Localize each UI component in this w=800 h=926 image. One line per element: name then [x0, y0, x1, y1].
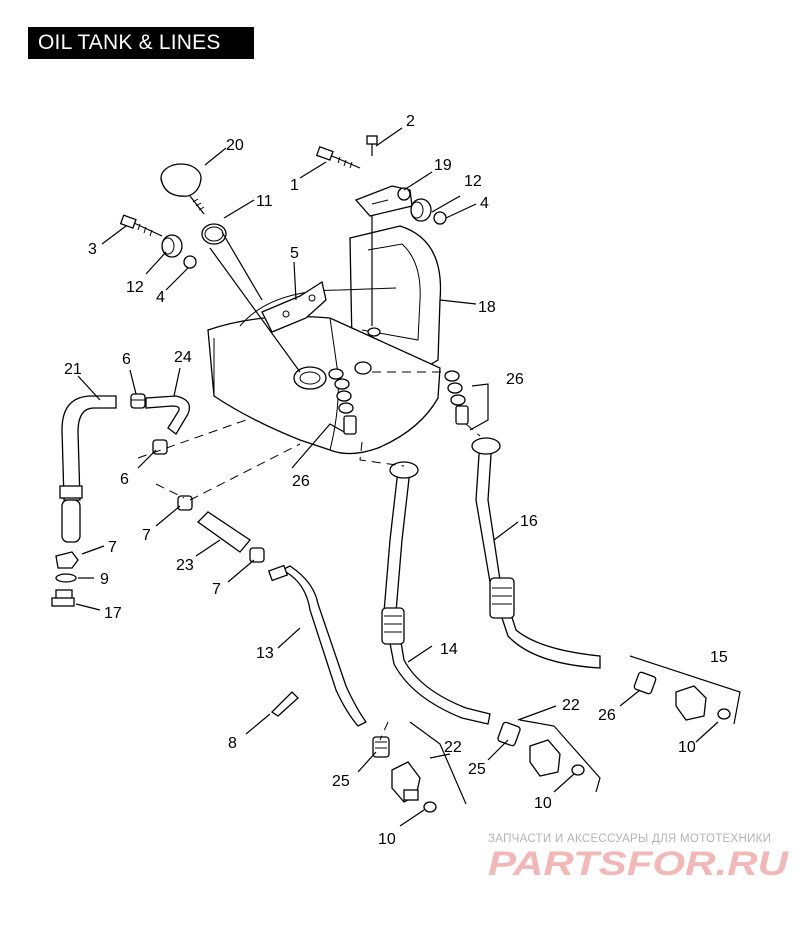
- o-ring-10-left: [423, 801, 437, 813]
- callout-2: 2: [406, 113, 415, 130]
- oil-line-13: [267, 564, 367, 727]
- callout-labels: 1 2 3 4 4 5 6 6 7 7 7 8 9 10 10 10 11 12…: [64, 113, 728, 848]
- hose-24: [145, 395, 191, 435]
- callout-7-left: 7: [108, 539, 117, 556]
- callout-26-left: 26: [292, 473, 310, 490]
- callout-23: 23: [176, 557, 194, 574]
- adapter-15: [675, 685, 707, 721]
- callout-10-mid: 10: [534, 795, 552, 812]
- vent-hose-21: [59, 395, 117, 543]
- callout-26-lower: 26: [598, 707, 616, 724]
- callout-6-upper: 6: [122, 351, 131, 368]
- watermark-logo: PARTSFOR.RU: [488, 845, 790, 881]
- bolt-2: [366, 135, 378, 156]
- callout-13: 13: [256, 645, 274, 662]
- bolt-1: [315, 146, 361, 169]
- callout-22-mid: 22: [562, 697, 580, 714]
- callout-5: 5: [290, 245, 299, 262]
- callout-7-upper: 7: [142, 527, 151, 544]
- o-ring-11: [201, 223, 227, 245]
- fitting-25-mid: [497, 721, 521, 747]
- oil-line-16: [471, 437, 601, 669]
- grommet-12-upper: [410, 198, 432, 222]
- bushing-4-lower: [183, 255, 197, 269]
- clip-8: [270, 691, 299, 717]
- adapter-22-mid: [529, 739, 561, 777]
- bushing-4-upper: [433, 211, 447, 225]
- callout-10-right: 10: [678, 739, 696, 756]
- callout-25-mid: 25: [468, 761, 486, 778]
- watermark-logo-text: PARTSFOR.RU: [488, 845, 790, 881]
- callout-12-lower: 12: [126, 279, 144, 296]
- callout-10-left: 10: [378, 831, 396, 848]
- oil-tank: [207, 225, 442, 455]
- adapter-22-left: [391, 761, 421, 803]
- callout-12-upper: 12: [464, 173, 482, 190]
- callout-20: 20: [226, 137, 244, 154]
- nut-7-lower: [55, 551, 79, 569]
- fitting-7-upper: [177, 495, 193, 511]
- callout-9: 9: [100, 571, 109, 588]
- fitting-25-left: [372, 736, 390, 758]
- callout-26-right: 26: [506, 371, 524, 388]
- callout-8: 8: [228, 735, 237, 752]
- fitting-7-mid: [249, 547, 265, 563]
- o-ring-10-mid: [571, 764, 585, 776]
- leader-lines: [75, 127, 741, 827]
- bolt-3: [119, 214, 163, 237]
- callout-17: 17: [104, 605, 122, 622]
- callout-16: 16: [520, 513, 538, 530]
- fitting-26-right: [633, 671, 657, 695]
- grommet-12-lower: [161, 234, 183, 258]
- callout-1: 1: [290, 177, 299, 194]
- clamp-6-upper: [130, 393, 146, 409]
- drain-plug-17: [51, 589, 75, 607]
- callout-4-upper: 4: [480, 195, 489, 212]
- fitting-stack-left-26: [334, 378, 357, 435]
- callout-18: 18: [478, 299, 496, 316]
- callout-25-left: 25: [332, 773, 350, 790]
- mounting-bracket-5: [261, 280, 327, 333]
- callout-4-lower: 4: [156, 289, 165, 306]
- filler-cap-20: [160, 163, 205, 215]
- callout-6-lower: 6: [120, 471, 129, 488]
- callout-11: 11: [256, 193, 273, 210]
- o-ring-10-right: [717, 708, 731, 720]
- callout-14: 14: [440, 641, 458, 658]
- watermark-subtitle: ЗАПЧАСТИ И АКСЕССУАРЫ ДЛЯ МОТОТЕХНИКИ: [488, 833, 772, 845]
- clamp-6-lower: [152, 439, 168, 455]
- oil-line-14: [381, 461, 491, 725]
- callout-7-mid: 7: [212, 581, 221, 598]
- diagram-title: OIL TANK & LINES: [28, 27, 254, 59]
- hose-23: [196, 511, 251, 553]
- callout-19: 19: [434, 157, 452, 174]
- callout-3: 3: [88, 241, 97, 258]
- mounting-bracket-19: [354, 185, 413, 217]
- callout-22-left: 22: [444, 739, 462, 756]
- fitting-stack-right-26: [444, 370, 469, 425]
- routing-dashes: [137, 371, 481, 741]
- callout-24: 24: [174, 349, 192, 366]
- o-ring-9: [55, 573, 77, 583]
- callout-21: 21: [64, 361, 82, 378]
- callout-15: 15: [710, 649, 728, 666]
